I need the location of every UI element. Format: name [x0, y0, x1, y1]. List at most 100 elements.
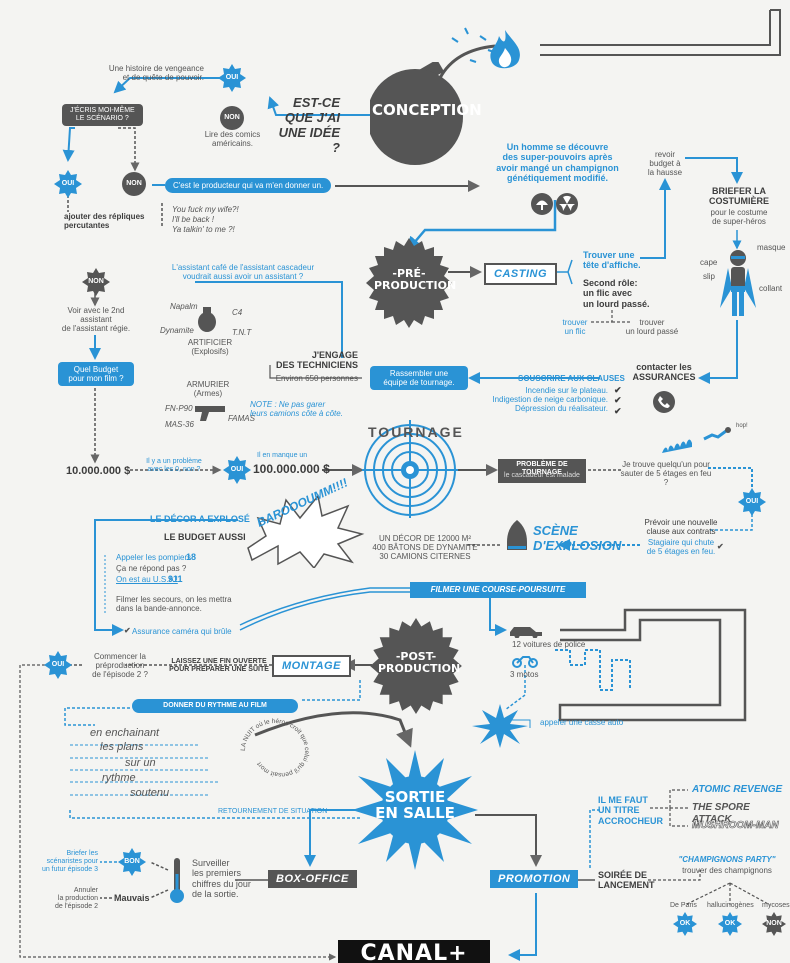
comics-text: Lire des comics américains.: [204, 130, 261, 149]
motorbike-icon: [512, 656, 538, 668]
armurier-label: ARMURIER (Armes): [186, 380, 230, 399]
bomb-icon: [370, 62, 463, 165]
tights-label: collant: [759, 284, 783, 293]
explosive-tnt: T.N.T: [232, 328, 252, 337]
postproduction-title: -POST- PRODUCTION: [378, 650, 461, 675]
title-option-2: THE SPORE ATTACK: [692, 802, 750, 825]
preproduction-badge-icon: [366, 238, 452, 328]
artificier-label: ARTIFICIER (Explosifs): [187, 338, 233, 357]
canal-plus-text: CANAL+: [360, 941, 468, 963]
pitch-text: Un homme se découvre des super-pouvoirs …: [496, 142, 619, 184]
explosive-c4: C4: [232, 308, 243, 317]
reply-3: Ya talkin' to me ?!: [172, 225, 235, 234]
regie-text: Voir avec le 2nd assistant de l'assistan…: [61, 306, 131, 334]
oui-badge-icon: [44, 651, 72, 679]
watch-figures-text: Surveiller les premiers chiffres du jour…: [192, 858, 251, 900]
phone-icon: [653, 391, 675, 413]
reply-1: You fuck my wife?!: [172, 205, 239, 214]
target-icon: [362, 420, 458, 518]
non-badge-icon: [82, 268, 110, 296]
usa-text: On est au U.S.A !: [116, 575, 178, 584]
rhythm-word-2: les plans: [100, 741, 144, 753]
missing-zero-text: Il en manque un: [257, 452, 308, 459]
chase-banner: [410, 582, 586, 598]
gun-fnp90: FN-P90: [165, 404, 193, 413]
gun-mas36: MAS-36: [165, 420, 194, 429]
rhythm-button: DONNER DU RYTHME AU FILM: [132, 699, 298, 714]
call-firemen: Appeler les pompiers: [116, 553, 192, 562]
scrapyard-text: appeler une casse auto: [540, 718, 624, 727]
oui-badge-icon: [218, 64, 246, 92]
release-title: SORTIE EN SALLE: [375, 788, 455, 822]
stunt-question: Je trouve quelqu'un pour sauter de 5 éta…: [620, 460, 712, 488]
preproduction-title: -PRÉ- PRODUCTION: [374, 267, 457, 292]
thermometer-icon: [170, 858, 184, 903]
find-cop-text: trouver un flic: [562, 318, 588, 337]
ok-label: OK: [724, 920, 736, 927]
mushroom-type-3: mycoses: [762, 902, 790, 909]
boxoffice-tag: BOX-OFFICE: [268, 870, 357, 888]
contact-insurance-text: contacter les ASSURANCES: [632, 362, 696, 383]
insurance-clause-3: Dépression du réalisateur.: [515, 404, 608, 413]
explosion-burst-icon: [247, 494, 365, 568]
police-cars-text: 12 voitures de police: [512, 640, 586, 649]
second-role-text: Second rôle: un flic avec un lourd passé…: [583, 278, 650, 309]
postproduction-badge-icon: [370, 618, 462, 714]
budget-high: 100.000.000 $: [253, 462, 330, 476]
insurance-title: SOUSCRIRE AUX CLAUSES: [518, 374, 625, 383]
gun-famas: FAMAS: [228, 414, 255, 423]
shooting-problem-sub: le cascadeur est malade: [504, 472, 580, 479]
oui-badge-icon: [54, 170, 82, 198]
plot-twist-spiral: LA NUIT où le héros croit que celui qu'i…: [240, 718, 310, 778]
explosion-scene-title: SCÈNE D'EXPLOSION: [533, 523, 622, 553]
spiral-text: LA NUIT où le héros croit que celui qu'i…: [240, 718, 310, 778]
superhero-icon: [720, 250, 756, 316]
trainee-text: Stagiaire qui chute de 5 étages en feu.: [646, 538, 716, 557]
camera-insurance: Assurance caméra qui brûle: [132, 627, 232, 636]
title-option-3: MUSHROOM-MAN: [692, 820, 779, 832]
explosive-dynamite: Dynamite: [160, 326, 194, 335]
non-badge-icon: [220, 106, 244, 130]
flames-jump-icon: [662, 427, 731, 453]
catchy-title-text: IL ME FAUT UN TITRE ACCROCHEUR: [598, 795, 663, 826]
mushroom-radiation-icon: [531, 193, 578, 215]
mask-label: masque: [757, 243, 786, 252]
release-starburst-icon: [352, 750, 478, 870]
svg-text:LA NUIT où le héros croit que: LA NUIT où le héros croit que celui qu'i…: [240, 718, 310, 778]
canal-plus-logo: CANAL+: [338, 940, 490, 963]
decor-stats: UN DÉCOR DE 12000 M² 400 BÂTONS DE DYNAM…: [372, 534, 478, 562]
technicians-sub: Environ 650 personnes: [275, 374, 358, 383]
idea-question: EST-CE QUE J'AI UNE IDÉE ?: [278, 95, 340, 155]
assistant-text: L'assistant café de l'assistant cascadeu…: [171, 263, 315, 282]
rhythm-word-4: rythme: [102, 772, 136, 784]
lead-role-text: Trouver une tête d'affiche.: [583, 250, 641, 271]
cancel-episode-text: Annuler la production de l'épisode 2: [55, 887, 98, 911]
oui-badge-icon: [738, 488, 766, 516]
budget-exploded: LE BUDGET AUSSI: [164, 532, 246, 542]
costume-subtitle: pour le costume de super-héros: [710, 208, 768, 227]
film-rescue-text: Filmer les secours, on les mettra dans l…: [116, 595, 232, 614]
no-answer: Ça ne répond pas ?: [116, 564, 187, 573]
budget-low: 10.000.000 $: [66, 465, 131, 477]
explosive-napalm: Napalm: [170, 302, 198, 311]
shooting-problem-box: [498, 459, 586, 483]
usa-number: 911: [168, 574, 183, 584]
find-past-text: trouver un lourd passé: [625, 318, 679, 337]
insurance-clause-2: Indigestion de neige carbonique.: [492, 395, 608, 404]
camera-check: ✔: [124, 626, 131, 635]
bon-badge-icon: [118, 848, 146, 876]
motos-text: 3 motos: [510, 670, 539, 679]
shooting-problem-title: PROBLÈME DE TOURNAGE: [516, 461, 568, 477]
budget-revision-text: revoir budget à la hausse: [647, 150, 683, 178]
non-label: NON: [224, 114, 240, 121]
open-end-text: LAISSEZ UNE FIN OUVERTE POUR PRÉPARER UN…: [169, 658, 269, 674]
reply-2: I'll be back !: [172, 215, 214, 224]
checkmarks: ✔✔✔: [614, 385, 622, 416]
non-label: NON: [88, 278, 104, 285]
title-option-1: ATOMIC REVENGE: [692, 784, 783, 795]
conception-title: CONCEPTION: [372, 101, 482, 119]
ok-badge-icon: [673, 912, 697, 936]
oui-label: OUI: [51, 661, 65, 668]
party-title: "CHAMPIGNONS PARTY": [678, 855, 776, 864]
mauvais-label: Mauvais: [114, 893, 150, 903]
